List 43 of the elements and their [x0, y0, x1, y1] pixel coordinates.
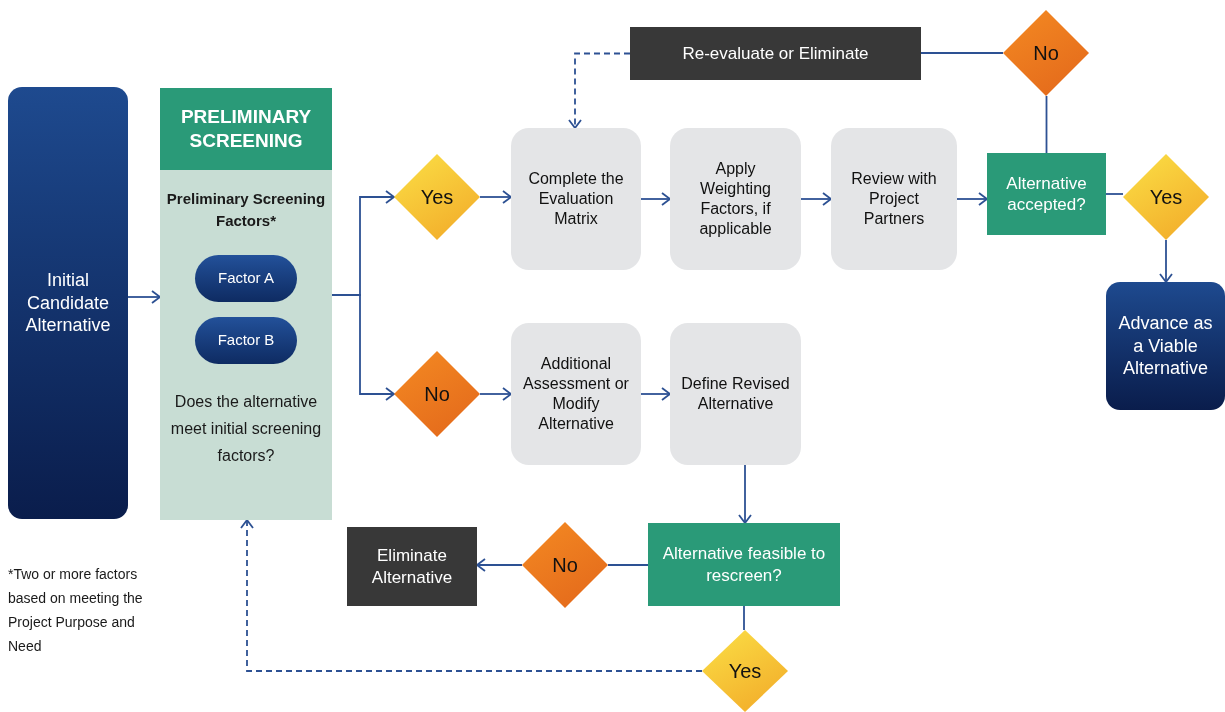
- connector-arrow: [479, 190, 512, 204]
- connector-arrow: [240, 519, 703, 672]
- question-box: Alternative feasible to rescreen?: [648, 523, 840, 606]
- decision-diamond: [522, 522, 608, 608]
- node-label: No: [1033, 40, 1059, 66]
- connector-arrow: [479, 387, 512, 401]
- factor-pill: Factor A: [195, 255, 297, 302]
- connector-arrow: [568, 52, 631, 129]
- node-label: Yes: [728, 658, 762, 684]
- connector-arrow: [331, 294, 395, 401]
- node-label: Yes: [1149, 184, 1183, 210]
- connector-arrow: [476, 558, 523, 572]
- decision-diamond: [1003, 10, 1089, 96]
- question-box: Alternative accepted?: [987, 153, 1106, 235]
- footnote: *Two or more factors based on meeting the Project Purpose and Need: [8, 565, 144, 656]
- decision-diamond: [394, 154, 480, 240]
- decision-diamond: [394, 351, 480, 437]
- connector-arrow: [127, 290, 161, 304]
- outcome-box: Re-evaluate or Eliminate: [630, 27, 921, 80]
- decision-diamond: [702, 630, 788, 712]
- outcome-box: Eliminate Alternative: [347, 527, 477, 606]
- screening-panel: [160, 88, 332, 520]
- connector-arrow: [1159, 239, 1173, 283]
- panel-question: Does the alternative meet initial screening factors?: [169, 392, 323, 466]
- process-box: Review with Project Partners: [831, 128, 957, 270]
- connector-arrow: [640, 192, 671, 206]
- connector-arrow: [800, 192, 832, 206]
- process-box: Complete the Evaluation Matrix: [511, 128, 641, 270]
- connector-arrow: [640, 387, 671, 401]
- panel-subheading: Preliminary Screening Factors*: [165, 189, 327, 231]
- terminal-box: Advance as a Viable Alternative: [1106, 282, 1225, 410]
- process-box: Apply Weighting Factors, if applicable: [670, 128, 801, 270]
- node-label: No: [424, 381, 450, 407]
- node-label: No: [552, 552, 578, 578]
- terminal-box: Initial Candidate Alternative: [8, 87, 128, 519]
- decision-diamond: [1123, 154, 1209, 240]
- process-box: Define Revised Alternative: [670, 323, 801, 465]
- connector-arrow: [738, 464, 752, 524]
- connector-arrow: [956, 192, 988, 206]
- factor-pill: Factor B: [195, 317, 297, 364]
- node-label: Yes: [420, 184, 454, 210]
- panel-header: PRELIMINARY SCREENING: [160, 88, 332, 170]
- process-box: Additional Assessment or Modify Alternative: [511, 323, 641, 465]
